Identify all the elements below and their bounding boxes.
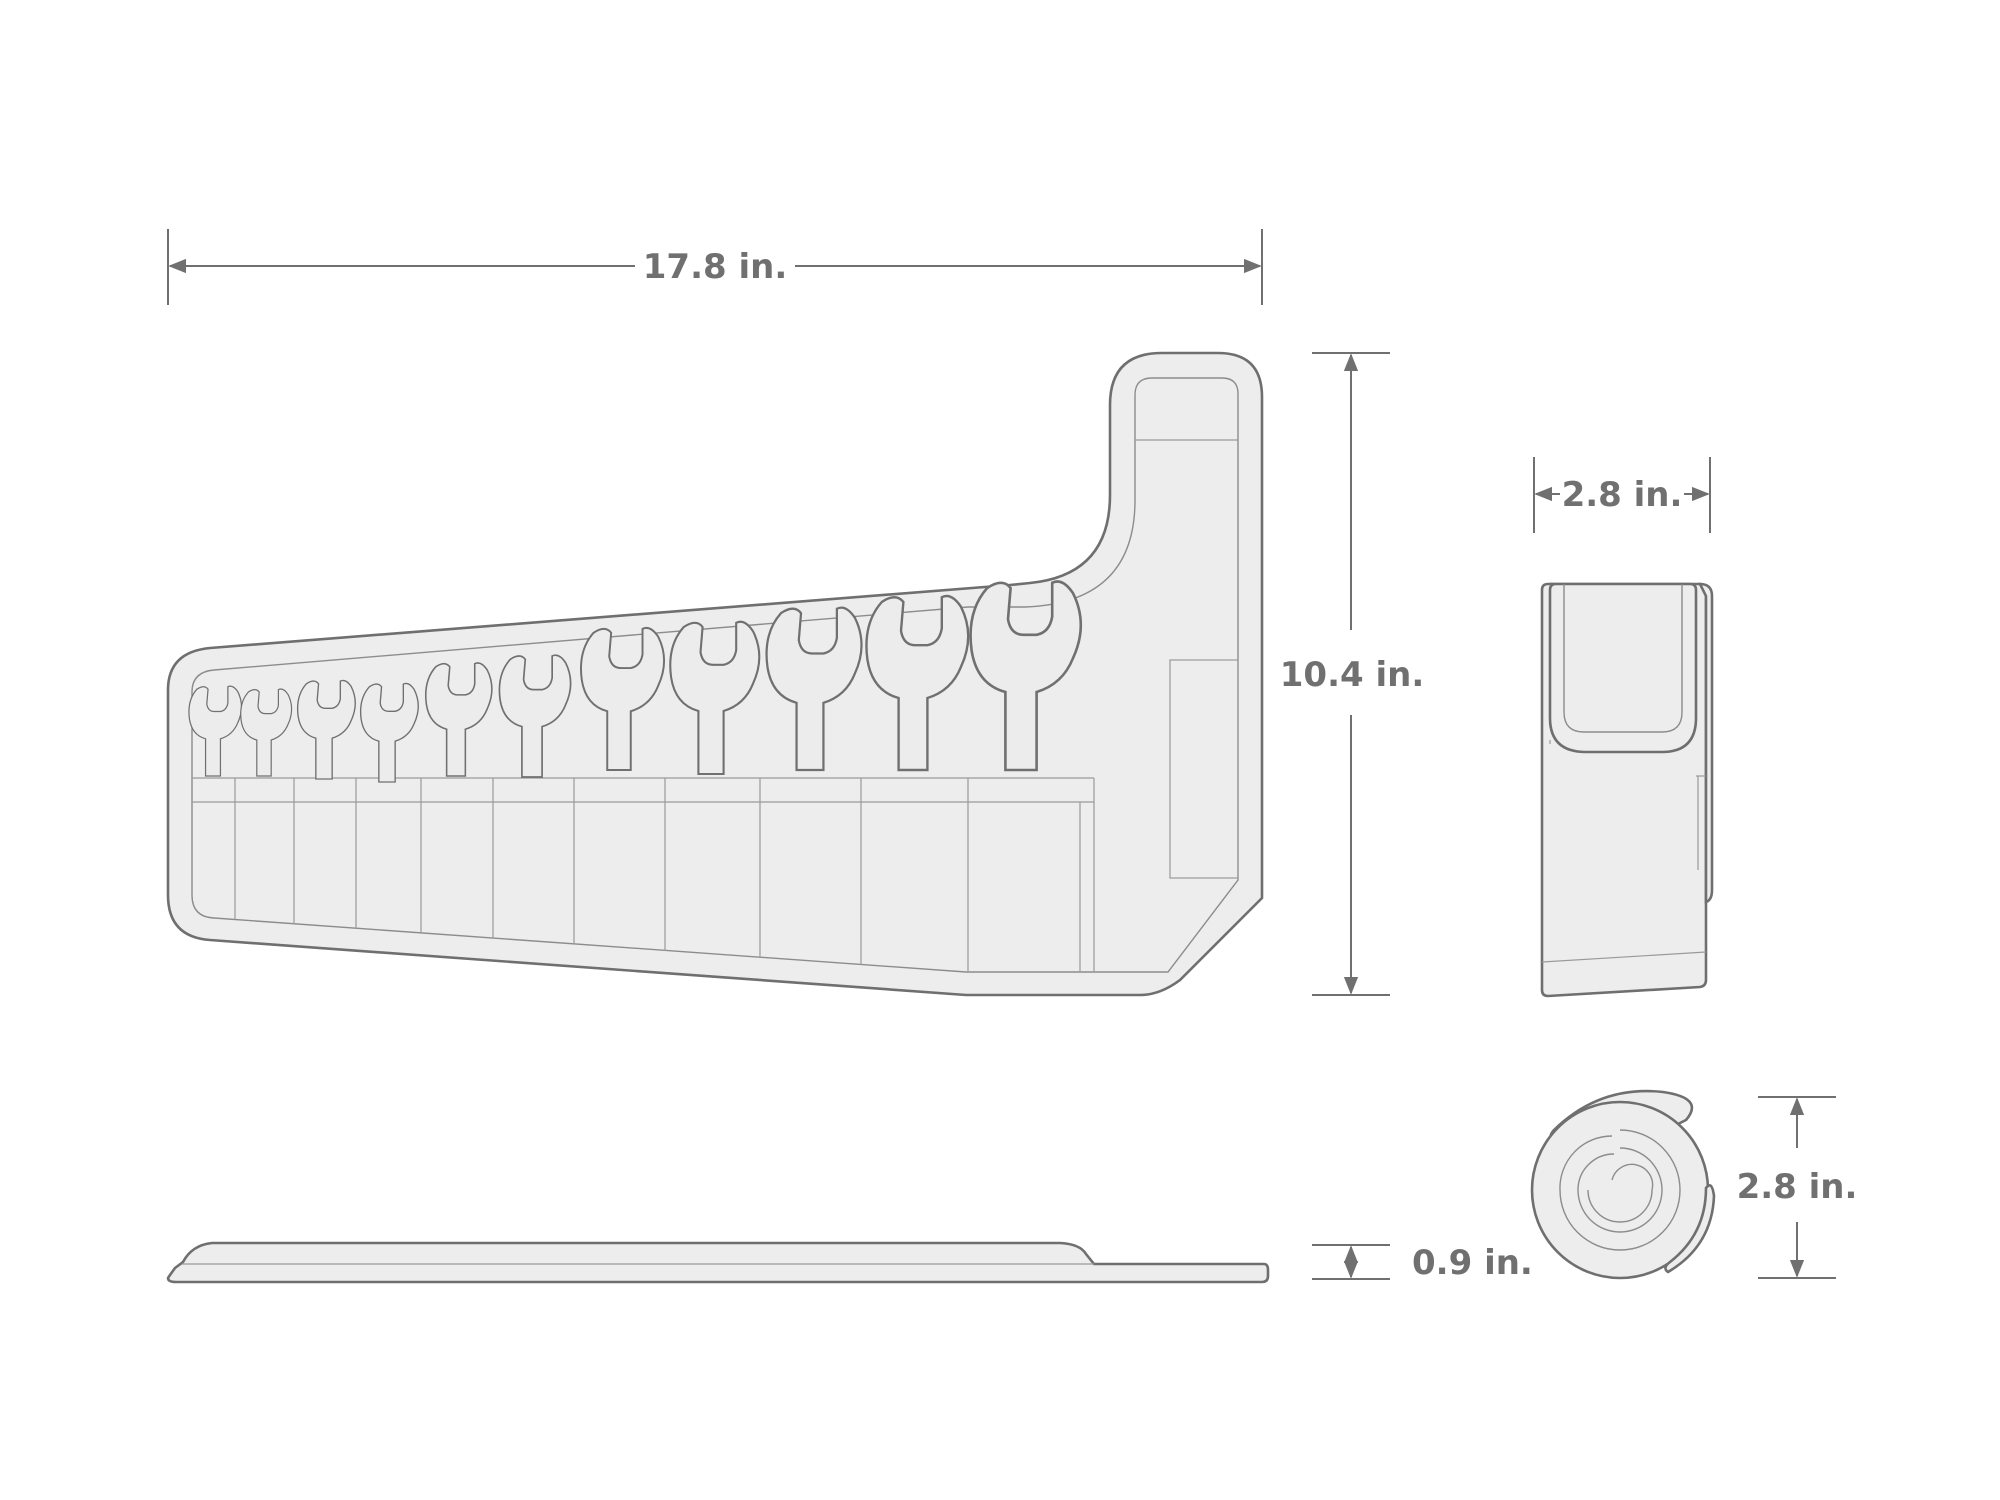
- width-label: 17.8 in.: [643, 247, 788, 287]
- profile-outline: [166, 1241, 1270, 1284]
- profile-view: [166, 1241, 1270, 1284]
- wrench-heads: [188, 580, 1083, 783]
- wrench-head: [188, 685, 243, 777]
- side-width-dimension: 2.8 in.: [1533, 457, 1711, 533]
- label-patch: [1169, 659, 1239, 879]
- roll-stitch-line: [191, 377, 1239, 973]
- thickness-dimension: 0.9 in.: [1312, 1243, 1533, 1283]
- wrench-head: [865, 594, 970, 772]
- side-view: [1540, 582, 1714, 998]
- wrench-head: [240, 688, 293, 777]
- wrench-head: [669, 620, 761, 776]
- height-label: 10.4 in.: [1280, 655, 1425, 695]
- pocket-band: [192, 777, 1095, 972]
- side-view-flap: [1548, 582, 1698, 754]
- rolled-view: [1530, 1089, 1716, 1280]
- side-view-flap-stitch: [1563, 584, 1683, 733]
- wrench-head: [969, 580, 1083, 772]
- rolled-tail: [1664, 1184, 1716, 1274]
- rolled-diameter-label: 2.8 in.: [1737, 1167, 1858, 1207]
- wrench-head: [580, 626, 666, 771]
- rolled-spiral-mid: [1577, 1147, 1663, 1233]
- wrench-head: [498, 654, 572, 778]
- side-width-label: 2.8 in.: [1562, 475, 1683, 515]
- wrench-head: [359, 682, 419, 783]
- height-dimension: 10.4 in.: [1280, 352, 1425, 996]
- wrench-head: [765, 606, 863, 772]
- wrench-head: [424, 662, 493, 777]
- thickness-label: 0.9 in.: [1412, 1243, 1533, 1283]
- front-view: [166, 351, 1264, 997]
- rolled-spiral-inner: [1587, 1163, 1654, 1223]
- rolled-diameter-dimension: 2.8 in.: [1737, 1096, 1858, 1279]
- wrench-head: [296, 679, 356, 780]
- rolled-spiral-outer: [1559, 1129, 1681, 1251]
- side-view-back-panel: [1697, 582, 1714, 904]
- width-dimension: 17.8 in.: [167, 229, 1263, 305]
